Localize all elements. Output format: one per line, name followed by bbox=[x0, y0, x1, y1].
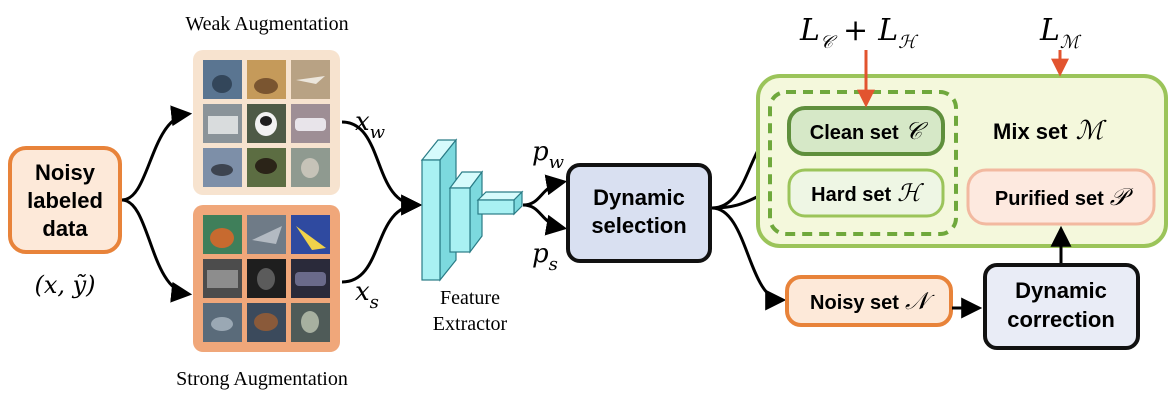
dynamic-selection-box bbox=[566, 163, 712, 263]
input-label-line1: Noisy bbox=[35, 160, 96, 185]
arrow-strong-to-extractor bbox=[341, 194, 423, 284]
strong-image-grid bbox=[203, 215, 330, 342]
loss-mix-label: Lℳ bbox=[1039, 13, 1082, 53]
correction-label-line2: correction bbox=[1007, 307, 1115, 332]
arrow-input-to-weak bbox=[121, 105, 193, 202]
extractor-label-line2: Extractor bbox=[433, 313, 508, 335]
arrow-extractor-ps bbox=[522, 203, 568, 236]
strong-augmentation-title: Strong Augmentation bbox=[176, 368, 348, 390]
noisy-labeled-data-box bbox=[8, 146, 122, 254]
hard-set-box bbox=[787, 168, 945, 218]
loss-clean-hard-label: L𝒞+Lℋ bbox=[799, 13, 919, 53]
dynamic-correction-box bbox=[983, 263, 1140, 350]
ps-label: ps bbox=[532, 239, 558, 275]
arrow-input-to-strong bbox=[121, 198, 193, 303]
xs-label: xs bbox=[355, 277, 379, 313]
weak-image-grid bbox=[203, 60, 330, 187]
input-label-line3: data bbox=[42, 216, 88, 241]
xw-label: xw bbox=[355, 107, 386, 143]
pw-label: pw bbox=[532, 137, 565, 173]
arrow-selection-to-noisy bbox=[711, 206, 787, 311]
selection-label-line1: Dynamic bbox=[593, 185, 685, 210]
extractor-label-line1: Feature bbox=[440, 287, 500, 309]
input-pair-label: (x, ỹ) bbox=[34, 271, 95, 299]
arrow-extractor-pw bbox=[522, 174, 568, 207]
noisy-set-box bbox=[785, 275, 953, 327]
purified-set-box bbox=[966, 168, 1156, 226]
weak-augmentation-title: Weak Augmentation bbox=[185, 13, 348, 35]
input-label-line2: labeled bbox=[27, 188, 103, 213]
clean-set-box bbox=[787, 106, 945, 156]
selection-label-line2: selection bbox=[591, 213, 686, 238]
feature-extractor-icon bbox=[420, 138, 524, 282]
correction-label-line1: Dynamic bbox=[1015, 278, 1107, 303]
